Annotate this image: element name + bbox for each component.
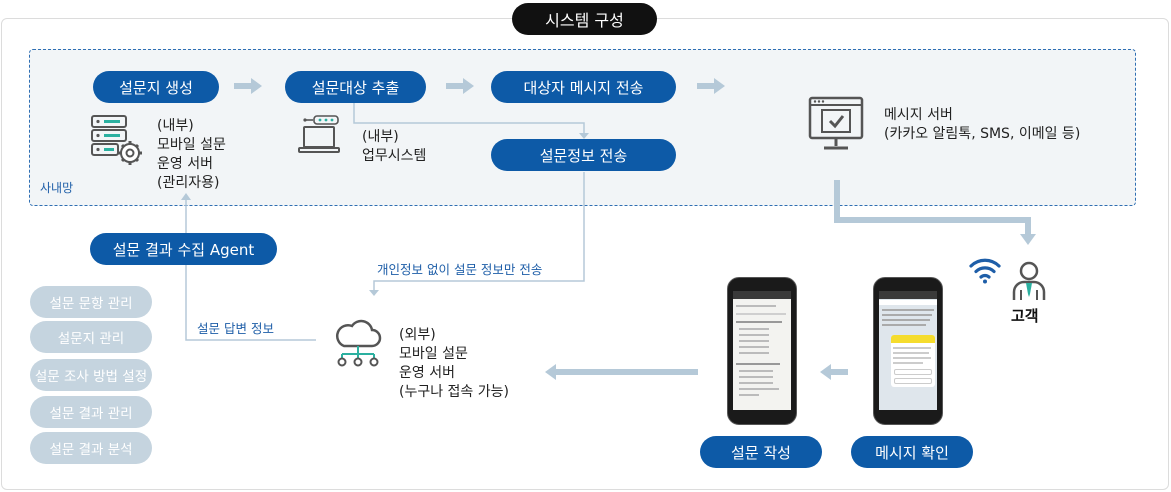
- no-personal-info-label: 개인정보 없이 설문 정보만 전송: [377, 262, 543, 277]
- page-title: 시스템 구성: [512, 3, 657, 35]
- customer-label: 고객: [1011, 307, 1039, 325]
- server-gear-icon: [91, 115, 142, 165]
- phone-survey-form: [727, 277, 797, 425]
- phone-message-view: [873, 277, 943, 425]
- arrow-step1-step2: [234, 78, 262, 94]
- answer-info-label: 설문 답변 정보: [197, 321, 274, 336]
- wifi-icon: [969, 258, 1001, 284]
- message-server-label: 메시지 서버 (카카오 알림톡, SMS, 이메일 등): [884, 107, 1081, 142]
- feature-result-management: 설문 결과 관리: [30, 396, 152, 428]
- arrow-message-to-customer: [834, 180, 1036, 245]
- step-extract-target: 설문대상 추출: [285, 71, 426, 103]
- admin-server-label: (내부) 모바일 설문 운영 서버 (관리자용): [157, 118, 226, 191]
- action-write-survey: 설문 작성: [700, 436, 822, 468]
- external-server-label: (외부) 모바일 설문 운영 서버 (누구나 접속 가능): [399, 327, 509, 400]
- step-send-survey-info: 설문정보 전송: [491, 139, 676, 171]
- line-extract-to-info: [353, 102, 585, 135]
- feature-survey-management: 설문지 관리: [30, 321, 152, 353]
- line-info-to-external: [373, 172, 585, 292]
- internal-network-label: 사내망: [40, 181, 74, 195]
- step-send-message: 대상자 메시지 전송: [491, 71, 676, 103]
- laptop-system-icon: [298, 115, 340, 153]
- customer-person-icon: [1012, 261, 1046, 300]
- feature-result-analysis: 설문 결과 분석: [30, 432, 152, 464]
- monitor-check-icon: [808, 96, 864, 150]
- arrow-write-to-external: [545, 364, 698, 380]
- arrow-step2-step3: [446, 78, 474, 94]
- arrow-check-to-write: [820, 364, 848, 380]
- arrow-step3-message-server: [697, 78, 725, 94]
- step-create-survey: 설문지 생성: [93, 71, 219, 103]
- feature-question-management: 설문 문항 관리: [30, 286, 152, 318]
- business-system-label: (내부) 업무시스템: [362, 129, 427, 164]
- feature-method-setting: 설문 조사 방법 설정: [30, 359, 152, 391]
- action-check-message: 메시지 확인: [851, 436, 973, 468]
- survey-result-agent: 설문 결과 수집 Agent: [90, 233, 277, 265]
- cloud-network-icon: [335, 319, 382, 367]
